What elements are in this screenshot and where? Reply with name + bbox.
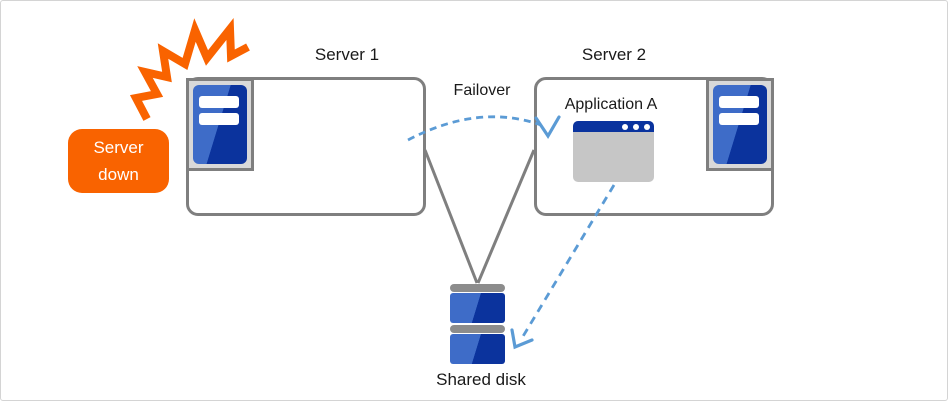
shared-disk-label: Shared disk [436,370,526,389]
server-slot [199,113,239,125]
server-tower-icon [193,85,247,164]
server1-label: Server 1 [314,45,380,64]
shared-disk-icon [450,325,505,333]
server-tower-icon [713,85,767,164]
server2-tower-icon [706,78,774,171]
server-down-line2: down [98,165,139,184]
server-down-badge: Server down [68,129,169,193]
shared-disk-icon [450,334,505,364]
app-window-titlebar [573,121,654,132]
server1-disk-connector [423,149,479,284]
shared-disk-icon [450,293,505,323]
application-label: Application A [564,96,658,113]
shared-disk-icon [450,284,505,292]
server-slot [199,96,239,108]
failover-arrow-icon [407,115,542,142]
server-down-line1: Server [93,138,144,157]
app-to-disk-arrowhead-icon [510,328,534,350]
server-slot [719,96,759,108]
server-slot [719,113,759,125]
server2-disk-connector [476,149,536,284]
app-window-dots [622,123,650,130]
server1-tower-icon [186,78,254,171]
app-window-icon [573,121,654,182]
failover-label: Failover [453,82,511,99]
server2-label: Server 2 [581,45,647,64]
